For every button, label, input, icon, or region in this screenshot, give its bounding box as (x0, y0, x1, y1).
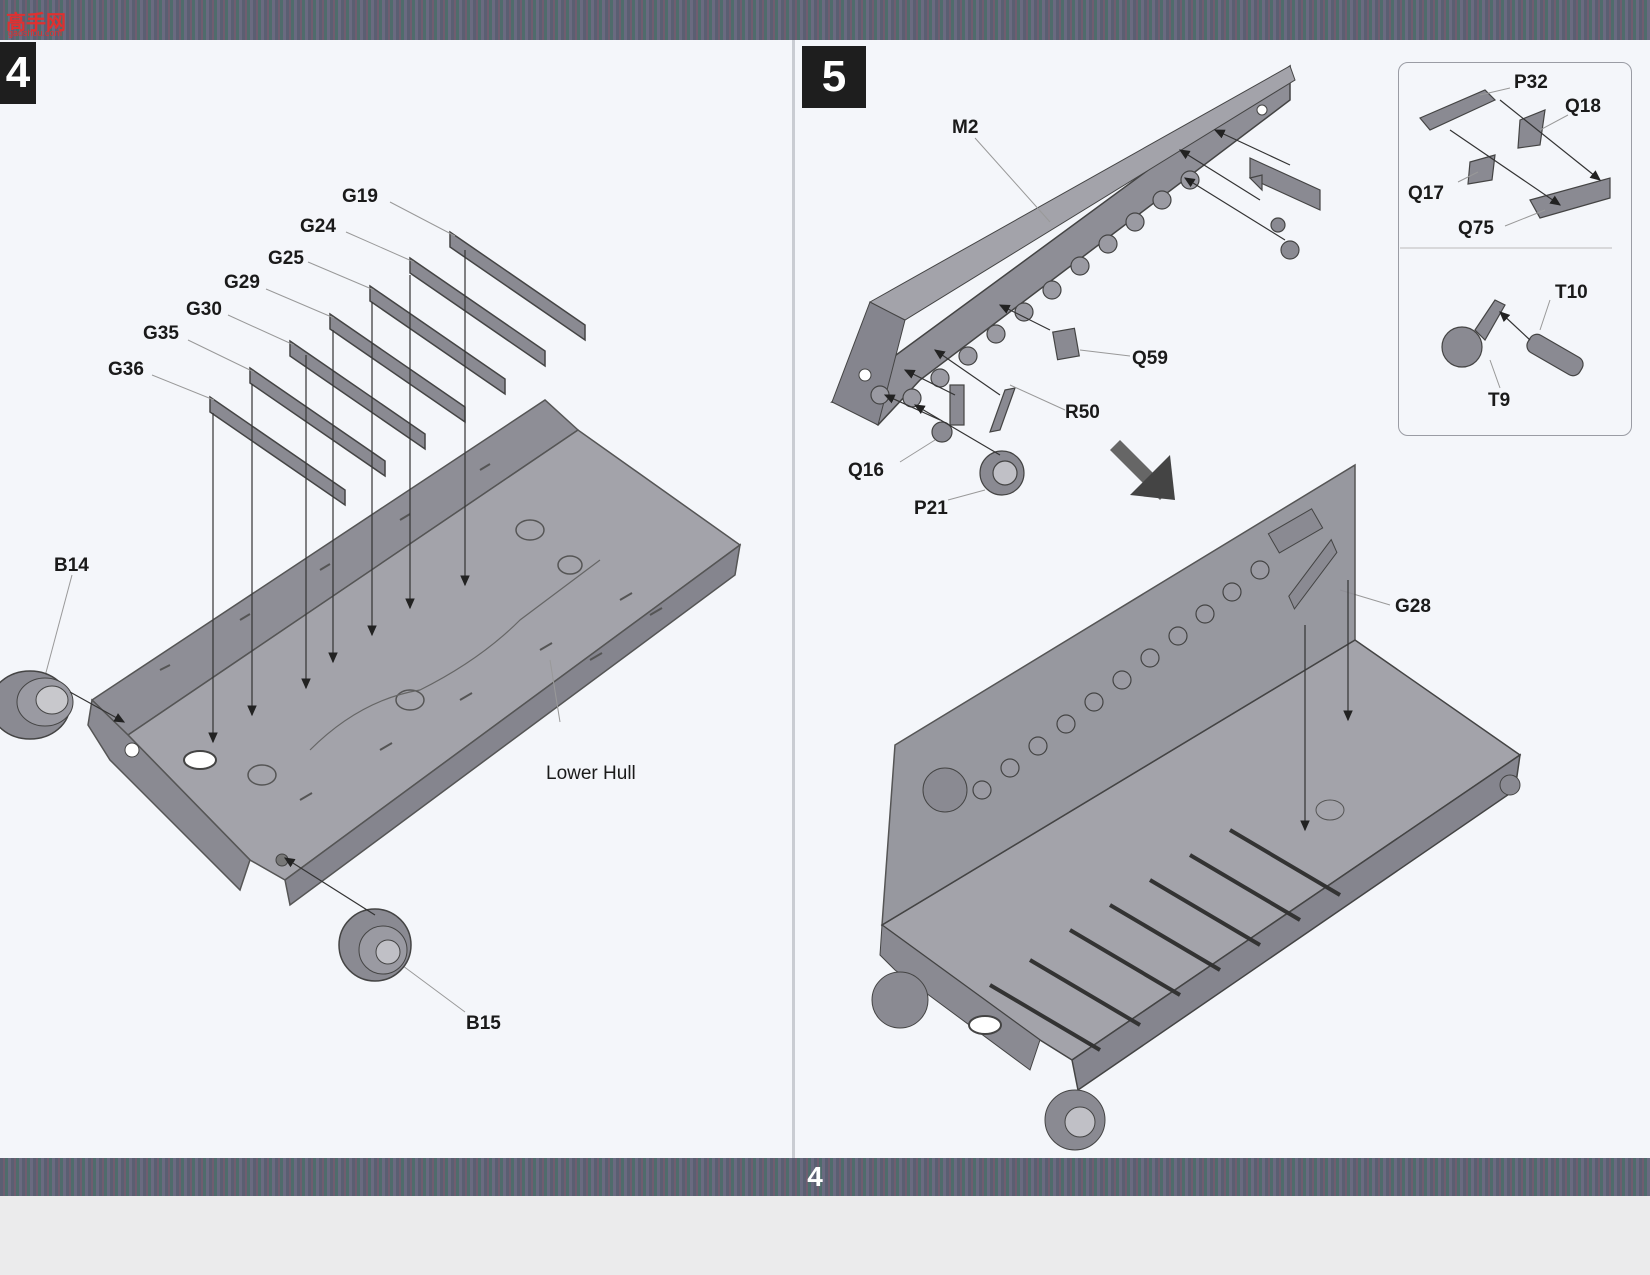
lower-hull-part (87, 399, 742, 907)
step-5-badge: 5 (802, 46, 866, 108)
label-q18: Q18 (1565, 96, 1601, 117)
label-lower-hull: Lower Hull (546, 763, 636, 784)
page-gutter (792, 40, 795, 1158)
inset-arm (1441, 299, 1584, 377)
label-t9: T9 (1488, 390, 1511, 411)
bottom-color-band (0, 1158, 1650, 1196)
assembled-hull (871, 463, 1522, 1151)
label-g19: G19 (342, 186, 378, 207)
side-plate-upper (830, 64, 1296, 426)
label-p32: P32 (1514, 72, 1548, 93)
label-q17: Q17 (1408, 183, 1444, 204)
label-g35: G35 (143, 323, 179, 344)
page-number: 4 (807, 1161, 823, 1192)
step-4-badge: 4 (0, 42, 36, 104)
label-b14: B14 (54, 555, 89, 576)
inset-detail-box (1398, 62, 1632, 436)
label-g29: G29 (224, 272, 260, 293)
label-g36: G36 (108, 359, 144, 380)
watermark-logo: 高手网 (6, 12, 66, 34)
sprocket-b15 (338, 908, 412, 982)
label-m2: M2 (952, 117, 979, 138)
label-g25: G25 (268, 248, 304, 269)
label-q59: Q59 (1132, 348, 1168, 369)
label-p21: P21 (914, 498, 948, 519)
label-g28: G28 (1395, 596, 1431, 617)
label-q75: Q75 (1458, 218, 1494, 239)
label-b15: B15 (466, 1013, 501, 1034)
top-color-band (0, 0, 1650, 40)
small-parts-upper (931, 157, 1321, 496)
label-q16: Q16 (848, 460, 884, 481)
scan-margin (0, 1196, 1650, 1275)
label-g30: G30 (186, 299, 222, 320)
g28-part (1288, 538, 1338, 610)
label-g24: G24 (300, 216, 336, 237)
watermark-subtext: gaoshou.com (8, 28, 63, 38)
sprocket-b14 (0, 670, 74, 740)
label-t10: T10 (1555, 282, 1588, 303)
label-r50: R50 (1065, 402, 1100, 423)
